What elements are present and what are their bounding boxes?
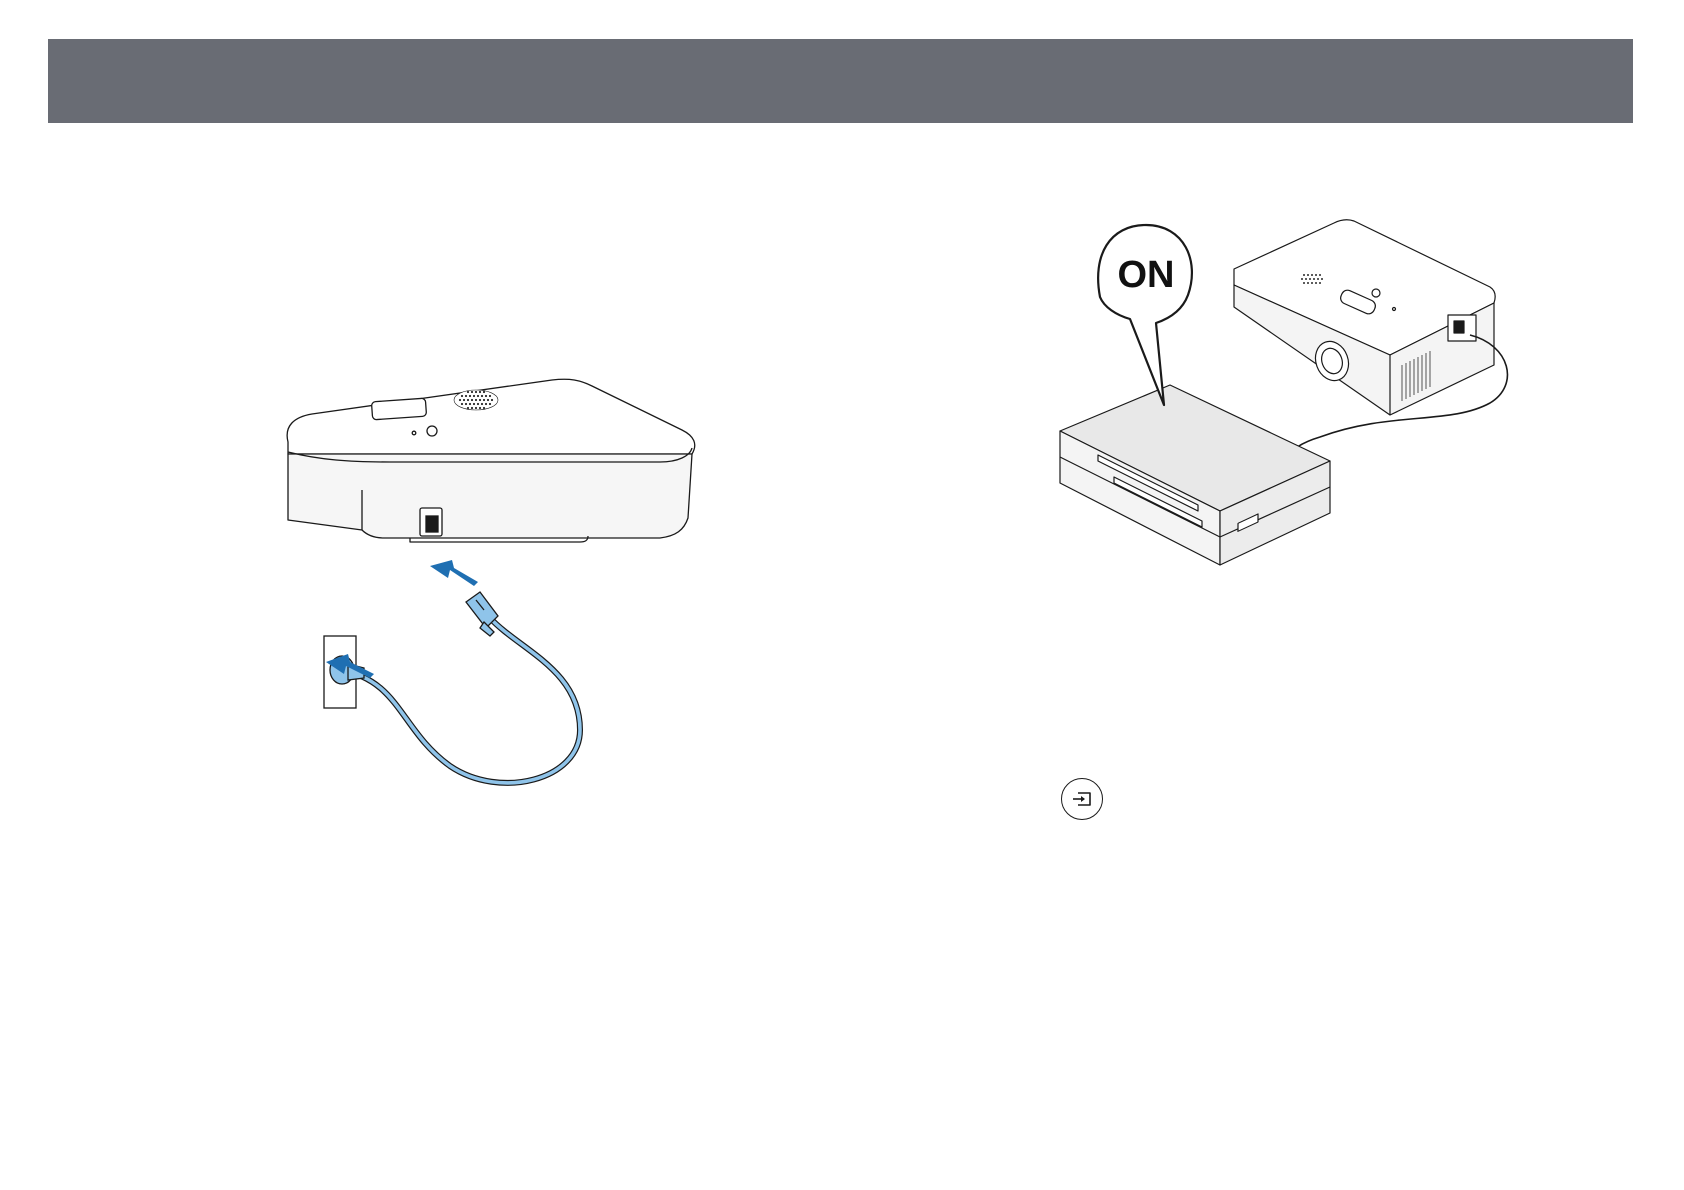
header-bar xyxy=(48,39,1633,123)
arrow-to-inlet xyxy=(430,560,478,586)
source-input-icon xyxy=(1071,790,1093,808)
speaker-grille xyxy=(454,390,498,410)
source-button[interactable] xyxy=(1061,778,1103,820)
power-cord xyxy=(340,618,580,783)
projector xyxy=(1234,220,1495,415)
device-plug xyxy=(466,592,498,636)
power-connection-illustration xyxy=(280,370,700,790)
on-callout xyxy=(1098,225,1192,405)
device-on-illustration: ON xyxy=(1050,215,1520,575)
video-device xyxy=(1060,385,1330,565)
on-callout-label: ON xyxy=(1118,254,1175,296)
insert-arrows xyxy=(326,560,478,678)
power-inlet xyxy=(420,508,442,536)
